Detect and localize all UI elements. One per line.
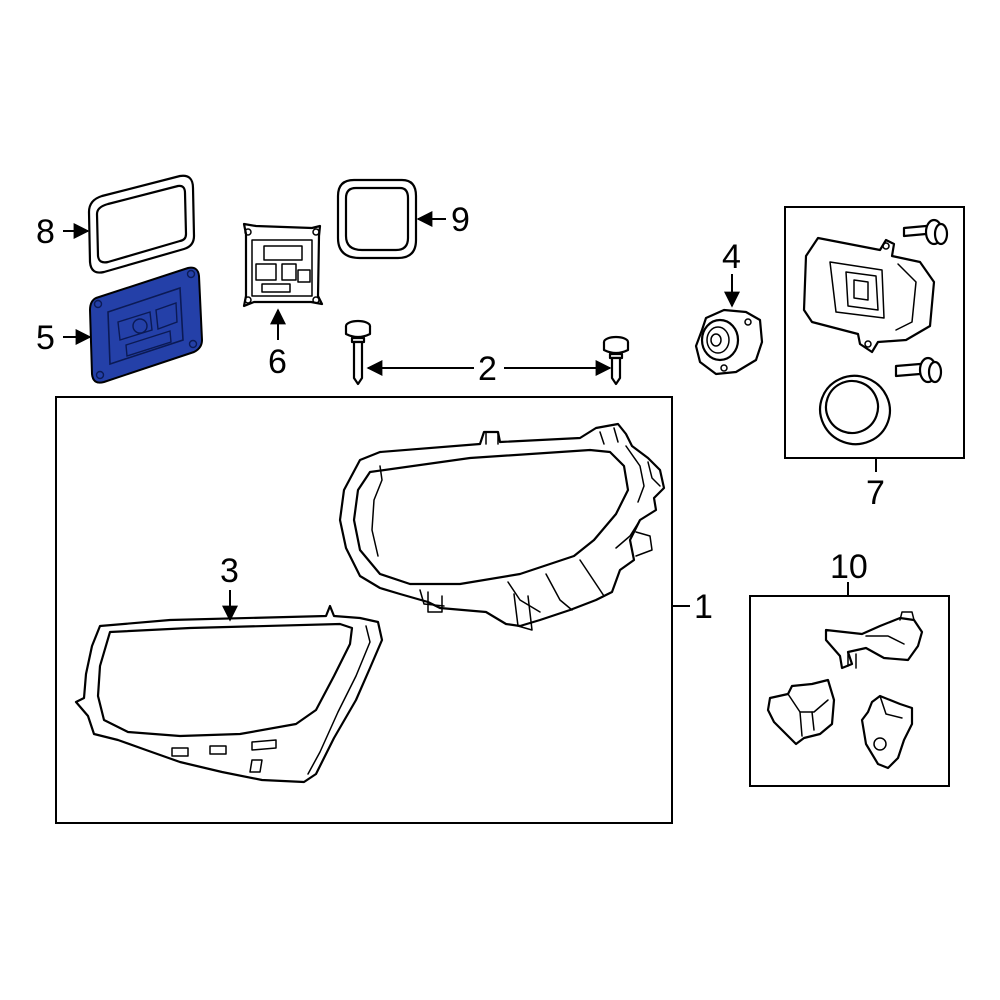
callout-7: 7 <box>866 474 885 512</box>
part-2-bolt-left[interactable] <box>344 319 372 386</box>
part-10-bracket-right[interactable] <box>860 694 914 770</box>
part-2-bolt-right[interactable] <box>602 335 630 386</box>
part-8-gasket[interactable] <box>87 174 196 274</box>
part-9-gasket[interactable] <box>336 178 418 260</box>
callout-6: 6 <box>268 343 287 381</box>
callout-2: 2 <box>478 350 497 388</box>
callout-8: 8 <box>36 213 55 251</box>
part-1-headlamp-housing[interactable] <box>338 422 666 631</box>
part-7-led-module[interactable] <box>802 236 936 354</box>
callout-9: 9 <box>451 201 470 239</box>
part-5-control-module[interactable] <box>89 266 203 384</box>
part-7-screw-bottom[interactable] <box>894 356 943 384</box>
callout-10: 10 <box>830 548 868 586</box>
part-7-screw-top[interactable] <box>902 218 949 246</box>
part-7-seal-ring[interactable] <box>810 366 899 454</box>
part-4-socket[interactable] <box>694 308 764 376</box>
part-3-lens[interactable] <box>74 604 384 784</box>
callout-4: 4 <box>722 238 741 276</box>
part-10-bracket-left[interactable] <box>766 678 836 746</box>
part-1-box <box>55 396 673 824</box>
part-6-ballast[interactable] <box>242 222 324 308</box>
part-10-box <box>749 595 950 787</box>
callout-3: 3 <box>220 552 239 590</box>
part-7-box <box>784 206 965 459</box>
callout-5: 5 <box>36 319 55 357</box>
callout-1: 1 <box>694 588 713 626</box>
part-10-bracket-top[interactable] <box>824 611 924 670</box>
